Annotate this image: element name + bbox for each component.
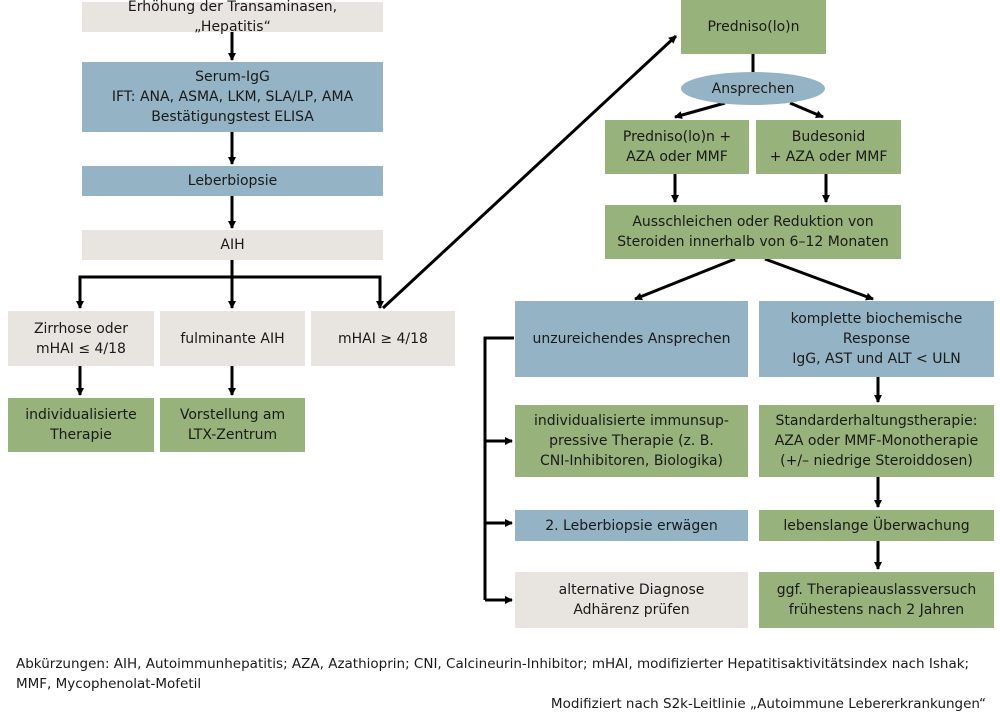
mhai-high-box: mHAI ≥ 4/18 [311,311,455,366]
second-biopsy-box: 2. Leberbiopsie erwägen [515,510,748,541]
source-note: Modifiziert nach S2k-Leitlinie „Autoimmu… [550,696,986,712]
transaminase-elevation-box: Erhöhung der Transaminasen, „Hepatitis“ [82,0,383,35]
response-ellipse: Ansprechen [681,72,825,105]
steroid-taper-box: Ausschleichen oder Reduktion von Steroid… [605,205,901,259]
prednisolone-aza-box: Predniso(lo)n + AZA oder MMF [605,120,749,174]
individualized-therapy-box: individualisierte Therapie [8,398,154,452]
therapy-withdrawal-box: ggf. Therapieauslassversuch frühestens n… [759,572,994,628]
fulminant-aih-box: fulminante AIH [160,311,305,366]
insufficient-response-box: unzureichendes Ansprechen [515,301,748,377]
abbreviations-note: Abkürzungen: AIH, Autoimmunhepatitis; AZ… [16,656,970,692]
immunosuppressive-therapy-box: individualisierte immunsup- pressive The… [515,405,748,477]
lifelong-monitoring-box: lebenslange Überwachung [759,510,994,541]
complete-response-box: komplette biochemische Response IgG, AST… [759,301,994,377]
liver-biopsy-box: Leberbiopsie [82,166,383,196]
aih-box: AIH [82,230,383,260]
maintenance-therapy-box: Standarderhaltungstherapie: AZA oder MMF… [759,405,994,477]
prednisolone-box: Predniso(lo)n [681,0,826,54]
cirrhosis-box: Zirrhose oder mHAI ≤ 4/18 [8,311,154,366]
alternative-diagnosis-box: alternative Diagnose Adhärenz prüfen [515,572,748,628]
ltx-center-box: Vorstellung am LTX-Zentrum [160,398,305,452]
budesonide-box: Budesonid + AZA oder MMF [756,120,901,174]
serology-box: Serum-IgG IFT: ANA, ASMA, LKM, SLA/LP, A… [82,62,383,132]
